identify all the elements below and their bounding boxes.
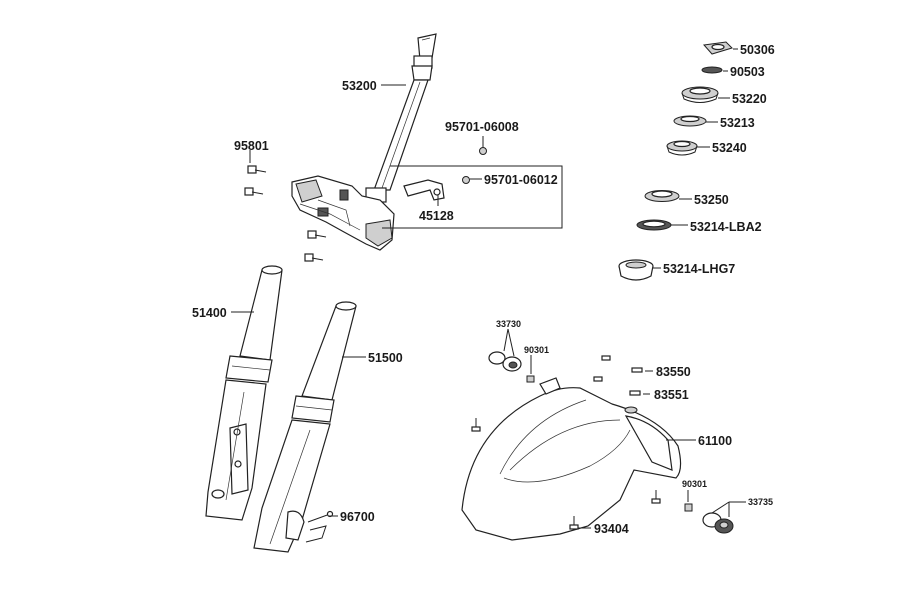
part-labels: 50306 90503 53220 53213 53240 53250 5321… <box>192 43 775 536</box>
triple-clamp <box>291 175 395 251</box>
label-51500: 51500 <box>368 351 403 365</box>
label-53213: 53213 <box>720 116 755 130</box>
label-53250: 53250 <box>694 193 729 207</box>
label-53200: 53200 <box>342 79 377 93</box>
label-90301-top: 90301 <box>524 345 549 355</box>
leader-lines <box>231 48 746 529</box>
label-53220: 53220 <box>732 92 767 106</box>
label-93404: 93404 <box>594 522 629 536</box>
fork-leg-51500 <box>253 301 357 553</box>
steering-stem <box>365 33 437 203</box>
label-50306: 50306 <box>740 43 775 57</box>
pins-96700 <box>305 510 334 543</box>
label-33730: 33730 <box>496 319 521 329</box>
label-33735: 33735 <box>748 497 773 507</box>
headset-parts <box>618 41 733 281</box>
fender-hardware <box>471 351 734 534</box>
label-53214-lhg7: 53214-LHG7 <box>663 262 735 276</box>
front-fender <box>461 377 682 541</box>
label-83551: 83551 <box>654 388 689 402</box>
fork-leg-51400 <box>205 265 283 521</box>
label-83550: 83550 <box>656 365 691 379</box>
label-51400: 51400 <box>192 306 227 320</box>
label-53214-lba2: 53214-LBA2 <box>690 220 762 234</box>
label-90503: 90503 <box>730 65 765 79</box>
label-61100: 61100 <box>698 434 732 448</box>
label-95701-06012: 95701-06012 <box>484 173 558 187</box>
label-90301-bottom: 90301 <box>682 479 707 489</box>
bracket-group-box <box>382 147 563 229</box>
label-96700: 96700 <box>340 510 375 524</box>
label-95701-06008: 95701-06008 <box>445 120 519 134</box>
label-45128: 45128 <box>419 209 454 223</box>
bolts-95801 <box>244 165 327 262</box>
label-95801: 95801 <box>234 139 269 153</box>
label-53240: 53240 <box>712 141 747 155</box>
